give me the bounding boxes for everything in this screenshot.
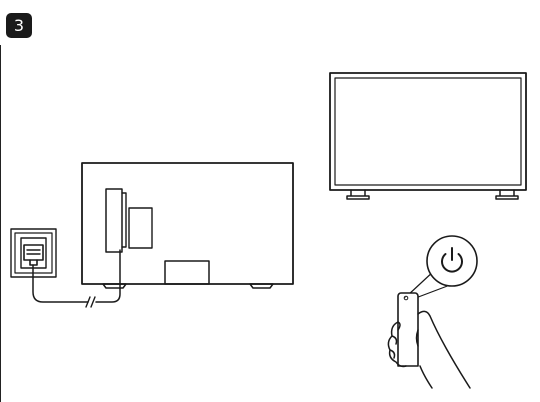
tv-rear-stand-left — [102, 283, 127, 289]
tv-rear-stand-right — [249, 283, 274, 289]
remote-control-icon — [397, 292, 419, 367]
hand-icon — [387, 310, 471, 389]
tv-front-view — [329, 72, 527, 200]
cord-break-mark — [85, 296, 96, 308]
tv-front-stand-right — [495, 189, 519, 200]
step-number-badge: 3 — [6, 13, 32, 38]
power-cord — [32, 249, 121, 303]
page-margin-rule — [0, 45, 1, 402]
power-button-callout — [406, 235, 478, 300]
power-icon — [441, 247, 463, 273]
tv-rear-view — [81, 162, 294, 289]
tv-front-stand-left — [346, 189, 370, 200]
